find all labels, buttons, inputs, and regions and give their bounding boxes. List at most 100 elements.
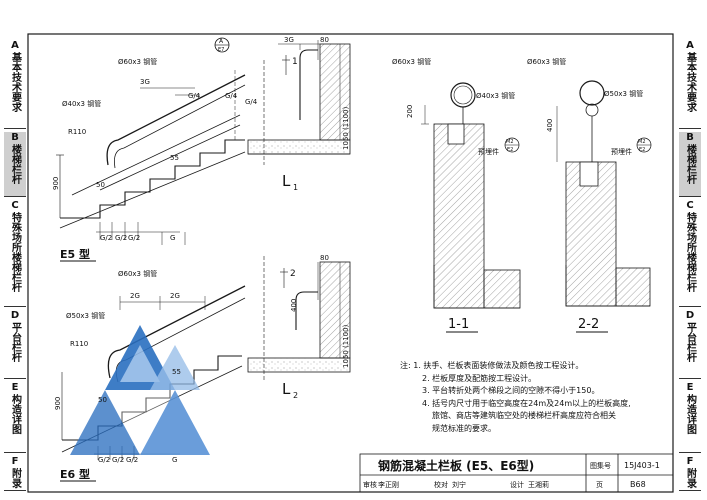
- atlas-no: 15J403-1: [624, 461, 660, 470]
- tab-letter: C: [11, 200, 19, 211]
- sec2-title: 2-2: [578, 317, 599, 332]
- atlas-no-label: 图集号: [590, 461, 611, 470]
- e6-handrail: [107, 285, 246, 379]
- sec1-embed-label: 预埋件: [478, 147, 499, 156]
- l2-400-label: 400: [290, 299, 298, 312]
- tab-letter: F: [11, 456, 19, 467]
- tab-label: 附录: [9, 468, 21, 488]
- e5-rail-inner-label: Ø40x3 钢管: [62, 99, 101, 108]
- e5-g2b-label: G/2: [115, 234, 127, 242]
- tab-label: 构造详图: [684, 394, 696, 434]
- sec2-ref-top: M2: [638, 139, 646, 145]
- tab-label: 平台栏杆: [9, 322, 21, 362]
- sec2-top-label: Ø60x3 钢管: [527, 57, 566, 66]
- drawing-title: 钢筋混凝土栏板 (E5、E6型): [378, 458, 534, 473]
- e6-2g-a-label: 2G: [130, 292, 140, 300]
- e5-g2a-label: G/2: [100, 234, 112, 242]
- sec1-ref-top: M2: [506, 139, 514, 145]
- l2-label-sub: 2: [293, 391, 298, 400]
- e5-rail-top-label: Ø60x3 钢管: [118, 57, 157, 66]
- l2-detail: [247, 256, 351, 380]
- tab-label: 附录: [684, 468, 696, 488]
- check-label: 校对: [434, 480, 448, 489]
- e5-panel-top: [71, 114, 241, 196]
- e6-g-label: G: [172, 456, 177, 464]
- l1-height-label: 1050 (1100): [342, 106, 350, 150]
- note-line: 4. 括号内尺寸用于临空高度在24m及24m以上的栏板高度,: [422, 398, 631, 408]
- e5-drawing: [56, 70, 246, 245]
- tab-label: 基本技术要求: [9, 52, 21, 112]
- e6-rail-inner-label: Ø50x3 钢管: [66, 311, 105, 320]
- e5-3g-label: 3G: [140, 78, 150, 86]
- tab-label: 特殊场所楼梯栏杆: [9, 212, 21, 292]
- reviewer-name: 李正刚: [378, 480, 399, 489]
- tab-letter: C: [686, 200, 694, 211]
- sec2-ref-sub: E2: [639, 147, 645, 153]
- l1-3g-label: 3G: [284, 36, 294, 44]
- cut-mark-2: 2: [290, 269, 296, 279]
- e6-g2a-label: G/2: [98, 456, 110, 464]
- note-line: 规范标准的要求。: [432, 423, 496, 433]
- tab-letter: D: [685, 310, 695, 321]
- sec1-ref-callout: M2 E2: [504, 137, 520, 153]
- cut-mark-1: 1: [292, 57, 298, 67]
- detail-callout-a-letter: A: [219, 38, 224, 45]
- e6-r110-label: R110: [70, 340, 88, 348]
- tab-label: 构造详图: [9, 394, 21, 434]
- tab-letter: A: [11, 40, 19, 51]
- e5-g4b-label: G/4: [225, 92, 238, 100]
- l1-label-sub: 1: [293, 183, 298, 192]
- tab-label: 平台栏杆: [684, 322, 696, 362]
- page-label: 页: [596, 481, 603, 489]
- e6-g2b-label: G/2: [112, 456, 124, 464]
- review-label: 审核: [363, 480, 377, 489]
- section-2-2: [556, 80, 651, 307]
- sec2-embed-label: 预埋件: [611, 147, 632, 156]
- tab-letter: F: [686, 456, 694, 467]
- l2-80-label: 80: [320, 254, 329, 262]
- designer-name: 王湘莉: [528, 480, 549, 489]
- tab-label: 楼梯栏杆: [9, 144, 21, 184]
- e6-w55-label: 55: [172, 368, 181, 376]
- detail-callout-a: A E7: [214, 37, 230, 53]
- tab-label: 基本技术要求: [684, 52, 696, 112]
- e5-g4a-label: G/4: [188, 92, 201, 100]
- e5-r110-label: R110: [68, 128, 86, 136]
- sheet-border: [27, 33, 674, 493]
- l2-label: L: [282, 380, 291, 398]
- detail-callout-a-sub: E7: [218, 47, 224, 53]
- design-label: 设计: [510, 480, 524, 489]
- tab-letter: B: [686, 132, 694, 143]
- page-no: B68: [630, 480, 646, 489]
- e6-2g-b-label: 2G: [170, 292, 180, 300]
- sec1-ref-sub: E2: [507, 147, 513, 153]
- l1-label: L: [282, 172, 291, 190]
- e5-w55-label: 55: [170, 154, 179, 162]
- e6-rail-top-label: Ø60x3 钢管: [118, 269, 157, 278]
- section-1-1: [421, 82, 521, 309]
- e5-panel-top2: [99, 124, 241, 191]
- e5-h50-label: 50: [96, 181, 105, 189]
- sec1-inner-label: Ø40x3 钢管: [476, 91, 515, 100]
- tab-letter: E: [686, 382, 694, 393]
- tab-label: 楼梯栏杆: [684, 144, 696, 184]
- e5-handrail-inner: [114, 84, 246, 169]
- title-block: [359, 453, 674, 493]
- e6-g2c-label: G/2: [126, 456, 138, 464]
- e5-handrail: [106, 74, 246, 166]
- sec2-h400-label: 400: [546, 119, 554, 132]
- note-line: 旅馆、商店等建筑临空处的楼梯栏杆高度应符合相关: [432, 411, 616, 420]
